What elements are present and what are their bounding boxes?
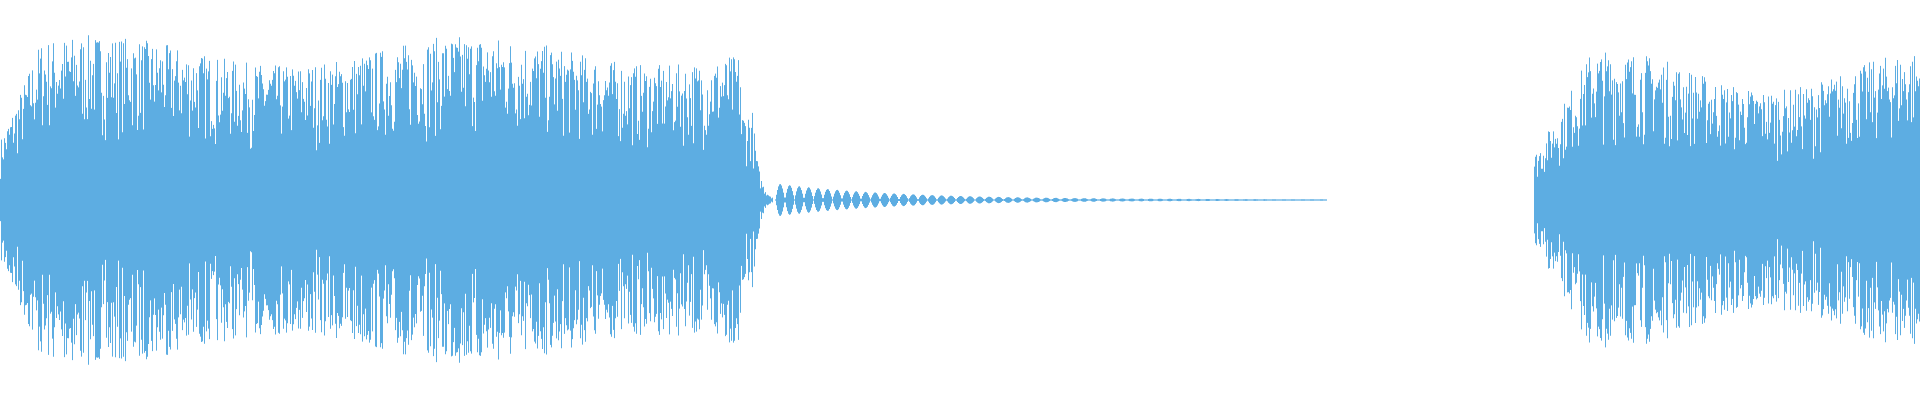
- waveform-ringing-tail: [775, 184, 1327, 216]
- waveform-burst-right: [1534, 52, 1920, 348]
- waveform-burst-left: [0, 35, 753, 365]
- waveform-decay: [753, 133, 773, 267]
- waveform-segments: [0, 35, 1920, 365]
